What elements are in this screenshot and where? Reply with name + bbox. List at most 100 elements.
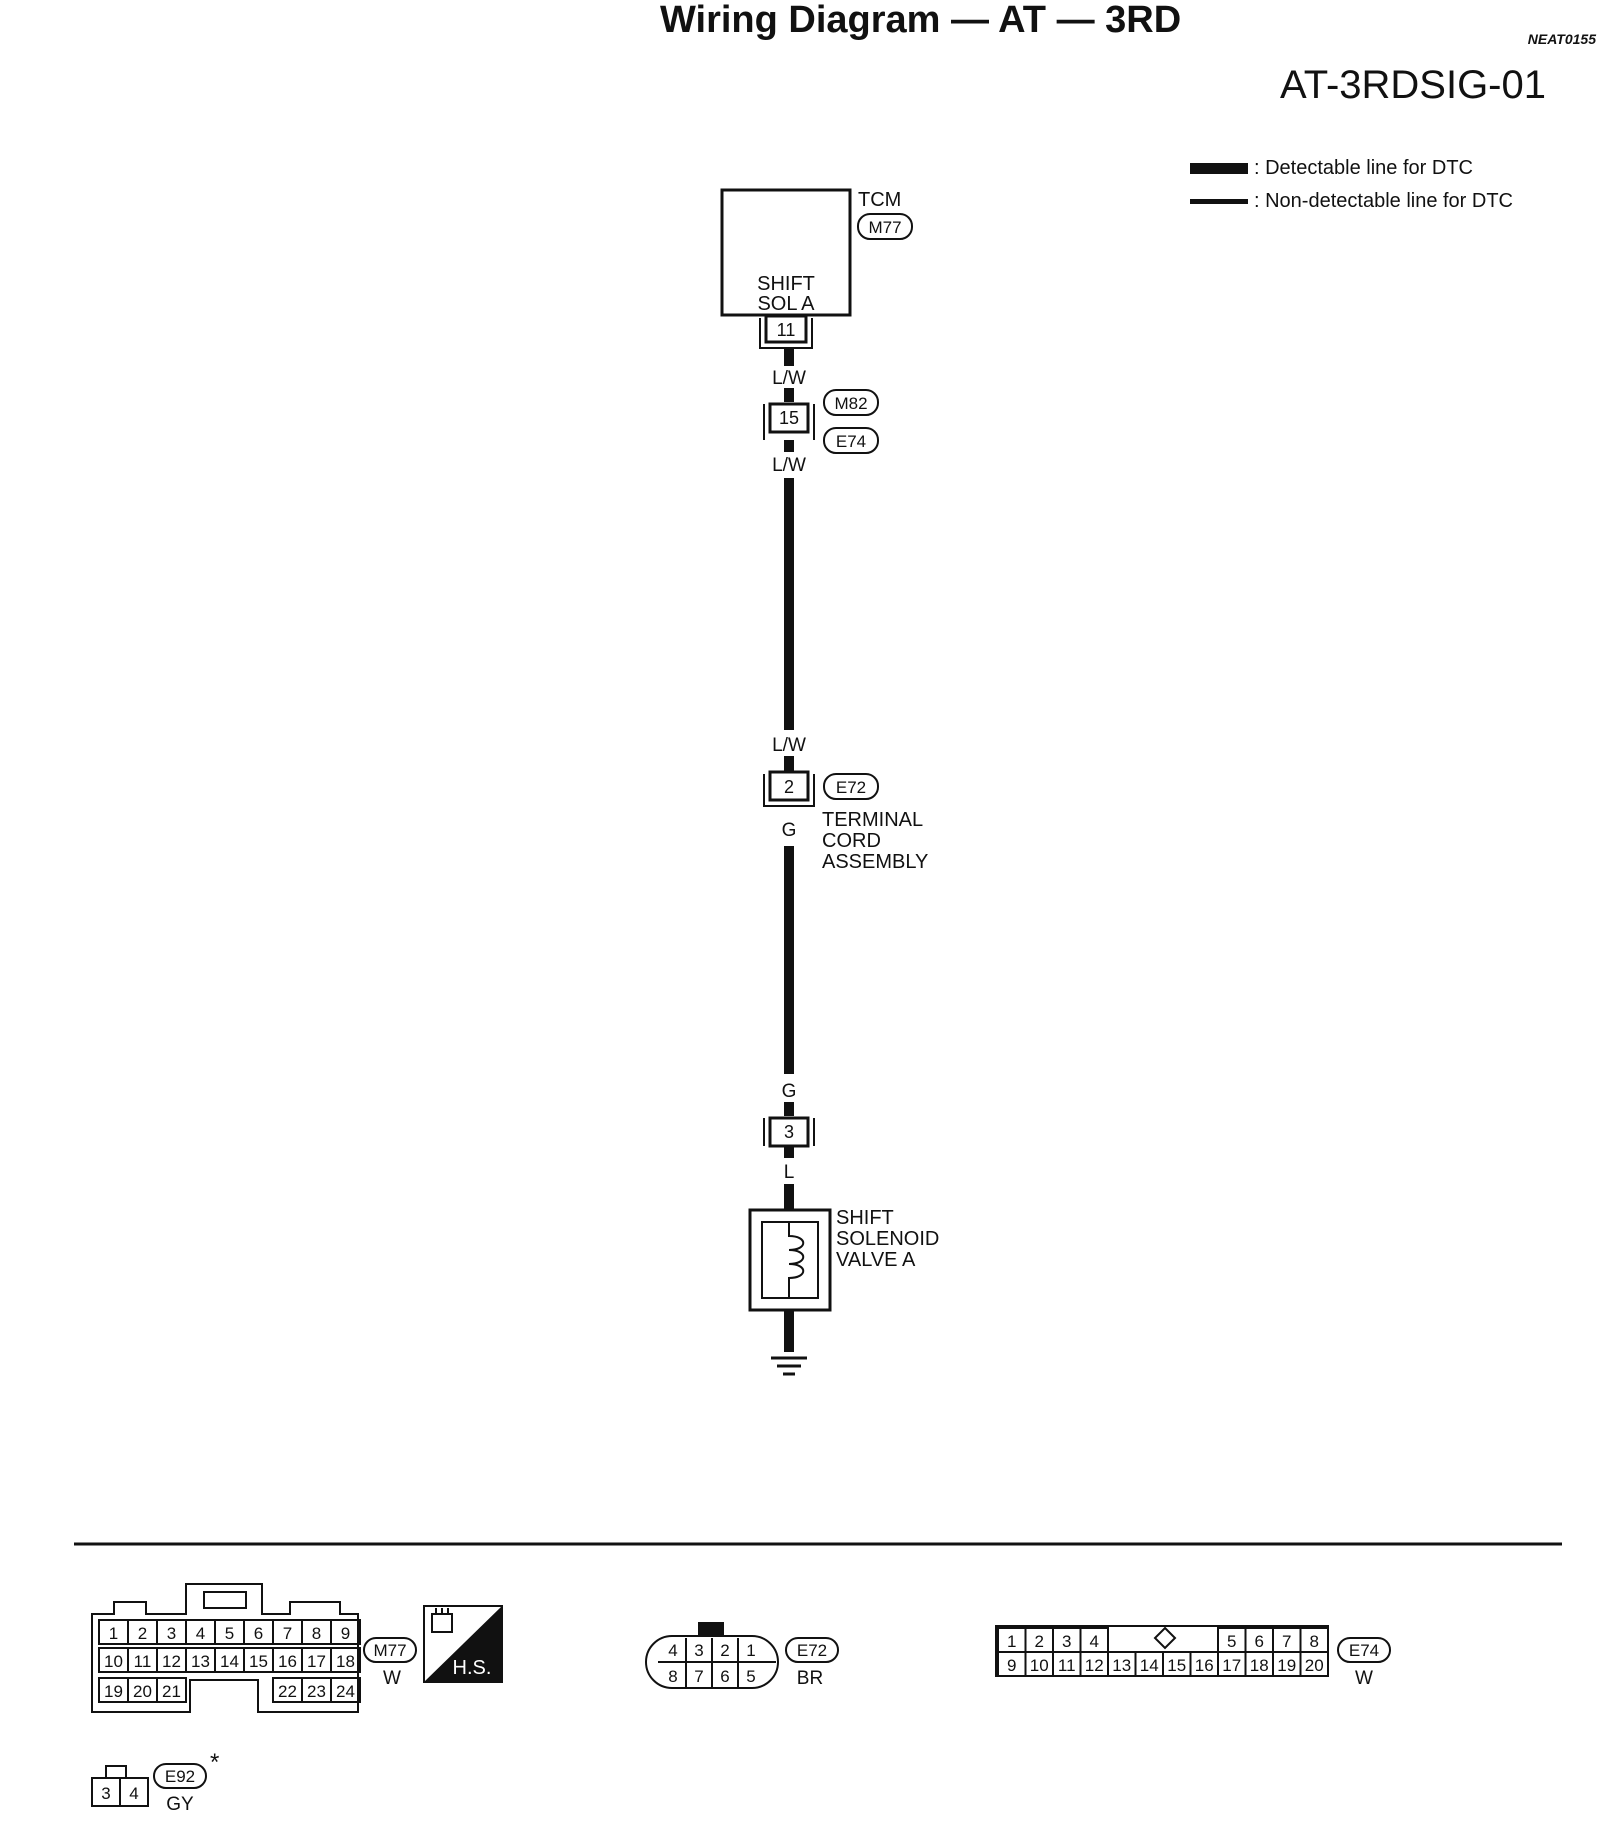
joint-connector-b-id: E74 xyxy=(836,432,866,451)
e74-connector-color: W xyxy=(1355,1668,1373,1689)
legend-thick-line-icon xyxy=(1190,163,1248,174)
e74-pin-11: 11 xyxy=(1058,1656,1076,1675)
tcm-pin-number: 11 xyxy=(777,320,796,340)
m77-pin-5: 5 xyxy=(225,1624,234,1643)
wire-color-g-2: G xyxy=(782,1081,797,1102)
tcm-connector-badge xyxy=(857,213,913,240)
solenoid-label-line2: SOLENOID xyxy=(836,1228,939,1250)
m77-housing-outline xyxy=(91,1583,359,1713)
e74-pin-20: 20 xyxy=(1305,1656,1324,1675)
m77-pin-9-cell xyxy=(330,1619,361,1645)
m77-pin-3: 3 xyxy=(167,1624,176,1643)
m77-pin-1: 1 xyxy=(109,1624,118,1643)
e92-connector-id: E92 xyxy=(165,1767,195,1786)
m77-pin-11: 11 xyxy=(134,1652,152,1671)
e72-pin-5: 5 xyxy=(746,1667,755,1686)
m77-pin-17: 17 xyxy=(307,1652,326,1671)
e72-pin-1: 1 xyxy=(746,1641,755,1660)
m77-pin-12: 12 xyxy=(162,1652,181,1671)
e74-pin-18: 18 xyxy=(1250,1656,1269,1675)
tcm-box xyxy=(720,188,852,317)
e72-connector-badge xyxy=(785,1637,839,1663)
e74-pin-3: 3 xyxy=(1062,1632,1071,1651)
wire-color-l-1: L xyxy=(784,1162,795,1183)
m77-pin-21-cell xyxy=(156,1677,187,1703)
wire-color-g-1: G xyxy=(782,820,797,841)
m77-pin-8: 8 xyxy=(312,1624,321,1643)
e74-pin-9: 9 xyxy=(1007,1656,1016,1675)
e74-pin-4: 4 xyxy=(1090,1632,1099,1651)
e92-connector-color: GY xyxy=(166,1794,194,1815)
m77-pin-6: 6 xyxy=(254,1624,263,1643)
e74-connector-badge xyxy=(1337,1637,1391,1663)
e92-asterisk: * xyxy=(210,1749,219,1776)
m77-connector-id: M77 xyxy=(373,1641,406,1660)
e74-pin-19: 19 xyxy=(1277,1656,1296,1675)
e92-pin-4: 4 xyxy=(129,1784,138,1803)
joint-connector-b-badge xyxy=(823,427,879,454)
solenoid-connector: 3 xyxy=(763,1116,815,1148)
coil-icon xyxy=(788,1222,805,1298)
joint-connector: 15 M82 E74 xyxy=(763,389,879,454)
solenoid-connector-pin-number: 3 xyxy=(784,1122,794,1142)
m77-pin-18-cell xyxy=(330,1647,361,1673)
e74-pin-5: 5 xyxy=(1227,1632,1236,1651)
wire-color-lw-2: L/W xyxy=(772,455,806,476)
terminal-cord-label-line2: CORD xyxy=(822,830,881,852)
m77-pin-18: 18 xyxy=(336,1652,355,1671)
solenoid-label-line3: VALVE A xyxy=(836,1249,916,1271)
e72-connector-color: BR xyxy=(797,1668,823,1689)
e74-pin-20-cell xyxy=(1299,1651,1329,1677)
m77-pin-7: 7 xyxy=(283,1624,292,1643)
e74-pin-7: 7 xyxy=(1282,1632,1291,1651)
diagram-id: AT-3RDSIG-01 xyxy=(1280,63,1546,107)
e72-pin-4: 4 xyxy=(668,1641,677,1660)
m77-pin-14: 14 xyxy=(220,1652,239,1671)
tcm-label: TCM xyxy=(858,189,901,211)
e72-pin-7: 7 xyxy=(694,1667,703,1686)
joint-pin-box xyxy=(768,402,810,434)
m77-pin-16: 16 xyxy=(278,1652,297,1671)
m77-connector-badge xyxy=(363,1637,417,1663)
terminal-cord-connector-id: E72 xyxy=(836,778,866,797)
e74-pin-15: 15 xyxy=(1167,1656,1186,1675)
e92-connector-badge xyxy=(153,1763,207,1789)
m77-pin-22: 22 xyxy=(278,1682,297,1701)
joint-bracket xyxy=(763,404,815,440)
tcm-pin-box xyxy=(764,314,808,344)
tcm-connector-id: M77 xyxy=(868,218,901,237)
joint-pin-number: 15 xyxy=(779,408,799,428)
m77-pin-23: 23 xyxy=(307,1682,326,1701)
e72-pin-3: 3 xyxy=(694,1641,703,1660)
doc-code: NEAT0155 xyxy=(1528,31,1596,47)
m77-pin-4: 4 xyxy=(196,1624,205,1643)
m77-pin-24: 24 xyxy=(336,1682,355,1701)
harness-side-label: H.S. xyxy=(453,1657,492,1679)
m77-pin-21: 21 xyxy=(162,1682,181,1701)
terminal-cord-connector: 2 E72 TERMINAL CORD ASSEMBLY xyxy=(763,770,928,873)
m77-connector-color: W xyxy=(383,1668,401,1689)
e72-pin-8: 8 xyxy=(668,1667,677,1686)
e74-connector-id: E74 xyxy=(1349,1641,1379,1660)
legend-thin-line-icon xyxy=(1190,199,1248,204)
page-title: Wiring Diagram — AT — 3RD xyxy=(660,0,1181,41)
m77-pin-13: 13 xyxy=(191,1652,210,1671)
solenoid-label-line1: SHIFT xyxy=(836,1207,894,1229)
m77-pin-24-cell xyxy=(330,1677,361,1703)
tcm-signal-line1: SHIFT xyxy=(757,273,815,295)
m77-pin-10: 10 xyxy=(104,1652,123,1671)
terminal-cord-label-line3: ASSEMBLY xyxy=(822,851,928,873)
terminal-cord-pin-box xyxy=(768,770,810,802)
connector-e92-face: 3 4 E92 * GY xyxy=(91,1749,219,1815)
terminal-cord-pin-number: 2 xyxy=(784,777,794,797)
tcm-signal-line2: SOL A xyxy=(757,293,815,315)
legend: : Detectable line for DTC : Non-detectab… xyxy=(1190,157,1513,212)
e74-pin-12: 12 xyxy=(1085,1656,1104,1675)
m77-pin-20: 20 xyxy=(133,1682,152,1701)
e74-pin-13: 13 xyxy=(1112,1656,1131,1675)
